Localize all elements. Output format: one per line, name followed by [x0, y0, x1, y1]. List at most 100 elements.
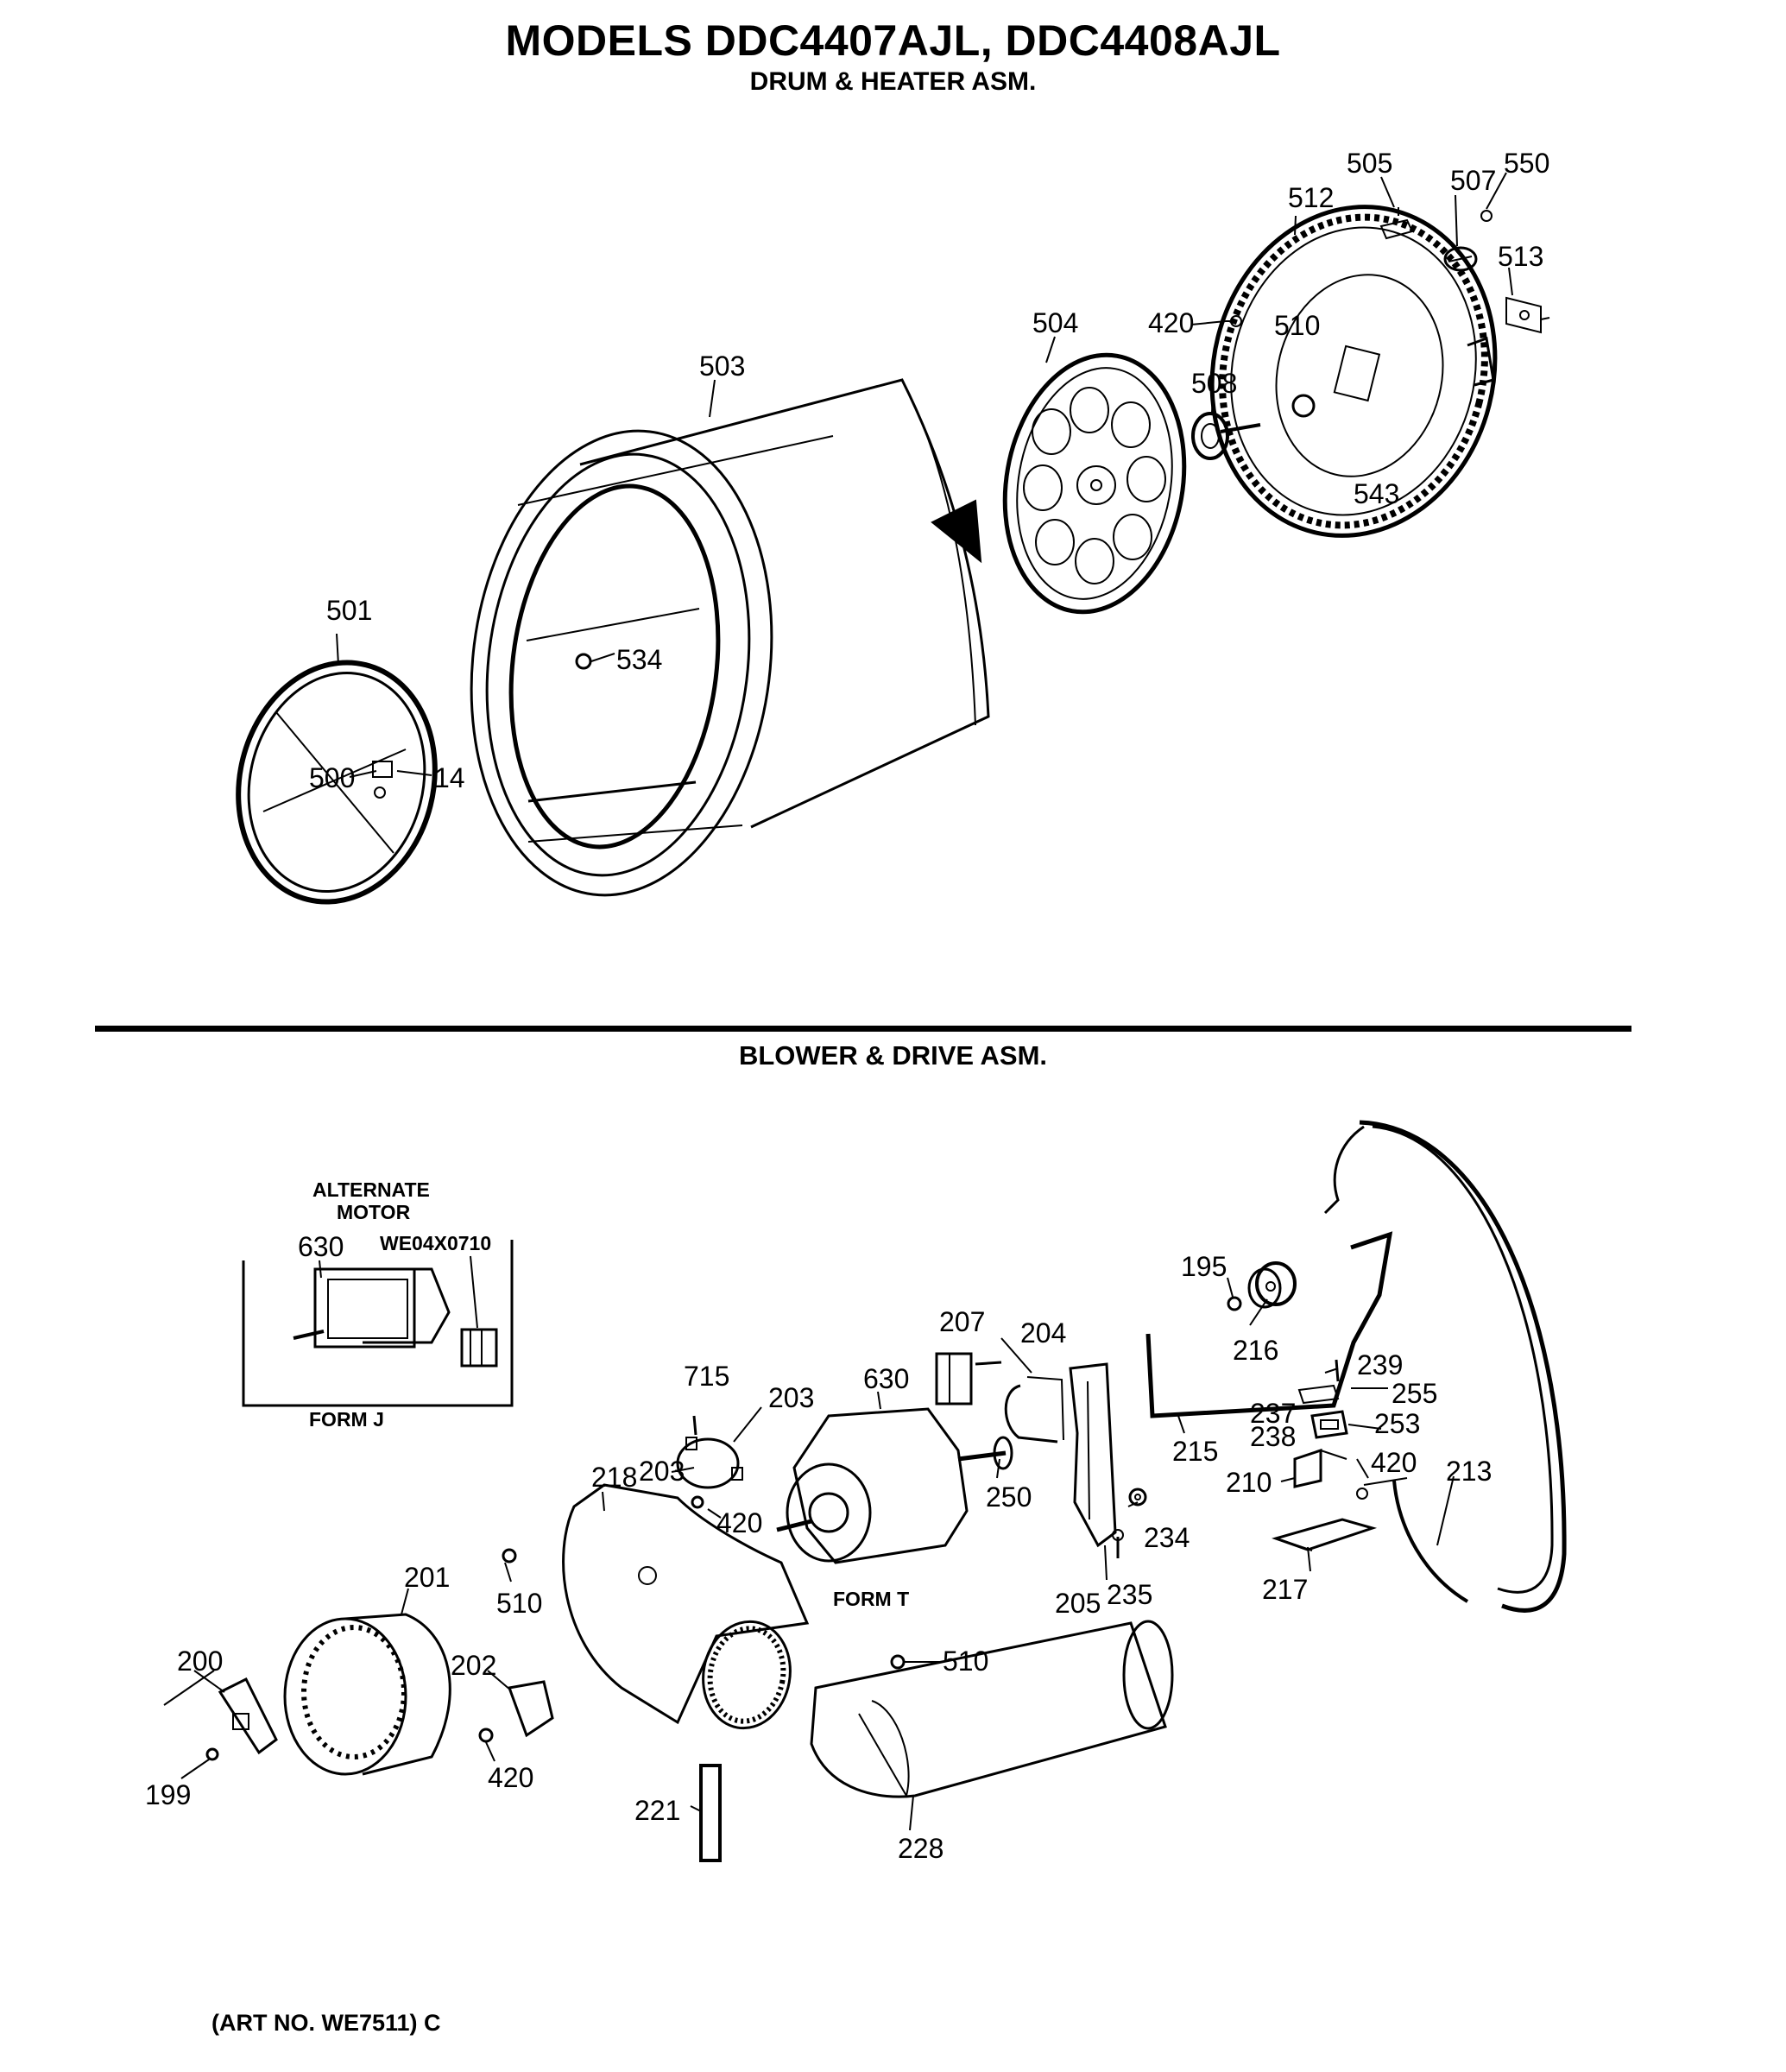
callout-we04x0710: WE04X0710 — [380, 1232, 491, 1254]
callout-534: 534 — [616, 644, 662, 675]
callout-203-left: 203 — [639, 1456, 685, 1487]
part-235-bolt — [1112, 1529, 1124, 1558]
callout-253: 253 — [1374, 1408, 1420, 1439]
callout-255: 255 — [1392, 1378, 1437, 1409]
callout-504: 504 — [1032, 307, 1078, 338]
inset-title-line2: MOTOR — [337, 1201, 411, 1223]
part-420-screw-right — [1356, 1488, 1368, 1500]
callout-14: 14 — [434, 762, 465, 793]
part-239-screw — [1335, 1359, 1340, 1382]
part-200-bracket — [218, 1677, 278, 1755]
part-550-screw — [1480, 210, 1493, 222]
callout-420-low: 420 — [488, 1762, 533, 1793]
callout-218: 218 — [591, 1462, 637, 1493]
part-199-screw — [205, 1747, 219, 1761]
part-228-exhaust-duct — [810, 1620, 1174, 1798]
part-203-motor-clamp — [676, 1437, 743, 1489]
callout-510-top: 510 — [1274, 310, 1320, 341]
part-505-clip — [1379, 207, 1414, 240]
part-202-cover — [507, 1680, 554, 1738]
callout-420-mid: 420 — [716, 1507, 762, 1538]
callout-213: 213 — [1446, 1456, 1492, 1487]
part-630-drive-motor — [776, 1407, 1013, 1564]
part-420-screw-mid — [691, 1495, 704, 1509]
callout-513: 513 — [1498, 241, 1543, 272]
leader-lines-top — [336, 172, 1513, 778]
part-210-bracket — [1293, 1448, 1347, 1488]
callout-510-left: 510 — [496, 1588, 542, 1619]
inset-title-line1: ALTERNATE — [312, 1178, 430, 1201]
callout-512: 512 — [1288, 182, 1334, 213]
part-207-start-switch — [935, 1352, 1002, 1406]
callout-201: 201 — [404, 1562, 450, 1593]
callout-550: 550 — [1504, 148, 1549, 179]
part-510-screw-duct — [890, 1654, 906, 1670]
part-500-seal-ring — [236, 660, 438, 905]
part-205-motor-mount — [1069, 1362, 1117, 1548]
callout-215: 215 — [1172, 1436, 1218, 1467]
callout-228: 228 — [898, 1833, 943, 1864]
callout-205: 205 — [1055, 1588, 1101, 1619]
part-237-238-switch — [1310, 1410, 1348, 1439]
callout-217: 217 — [1262, 1574, 1308, 1605]
form-t-label: FORM T — [833, 1588, 909, 1610]
callout-420-right: 420 — [1371, 1447, 1417, 1478]
section-title-drum-heater: DRUM & HEATER ASM. — [749, 67, 1037, 96]
callout-195: 195 — [1181, 1251, 1227, 1282]
callout-630: 630 — [863, 1363, 909, 1394]
part-513-bracket — [1505, 296, 1550, 334]
part-216-idler-pulley — [1247, 1261, 1297, 1309]
part-420-screw-low — [478, 1728, 494, 1743]
callout-203-top: 203 — [768, 1382, 814, 1413]
callout-204: 204 — [1020, 1317, 1066, 1349]
part-512-heater-housing — [1209, 205, 1498, 538]
callout-239: 239 — [1357, 1349, 1403, 1380]
part-510-screw-left — [502, 1548, 517, 1563]
part-715-screw — [692, 1415, 697, 1436]
section-title-blower-drive: BLOWER & DRIVE ASM. — [738, 1040, 1048, 1071]
callout-510-duct: 510 — [943, 1646, 988, 1677]
callout-630-inset: 630 — [298, 1231, 344, 1262]
callout-234: 234 — [1144, 1522, 1190, 1553]
part-218-blower-housing — [562, 1483, 810, 1730]
callout-199: 199 — [145, 1779, 191, 1810]
inset-alternate-motor-box — [242, 1240, 514, 1407]
callout-221: 221 — [634, 1795, 680, 1826]
leader-lines-bottom — [163, 1277, 1455, 1831]
callout-202: 202 — [451, 1650, 496, 1681]
callout-505: 505 — [1347, 148, 1392, 179]
part-534-screw — [575, 653, 592, 670]
art-number: (ART NO. WE7511) C — [211, 2010, 441, 2036]
callout-500: 500 — [309, 762, 355, 793]
callout-237: 237 — [1250, 1398, 1296, 1429]
callout-216: 216 — [1233, 1335, 1278, 1366]
part-217-plate — [1272, 1518, 1378, 1551]
callout-508: 508 — [1191, 368, 1237, 399]
callout-420-top: 420 — [1148, 307, 1194, 338]
part-420-screw-top — [1226, 315, 1242, 327]
part-204-clamp — [1004, 1376, 1064, 1443]
part-213-drive-belt — [1323, 1120, 1567, 1613]
section-divider — [95, 1026, 1631, 1032]
callout-543: 543 — [1354, 478, 1399, 509]
part-234-nut — [1128, 1488, 1147, 1507]
callout-238: 238 — [1250, 1421, 1296, 1452]
part-507-thermostat — [1443, 246, 1478, 272]
callout-210: 210 — [1226, 1467, 1272, 1498]
callout-250: 250 — [986, 1481, 1032, 1513]
callout-507: 507 — [1450, 165, 1496, 196]
callout-200: 200 — [177, 1646, 223, 1677]
part-504-baffle — [1002, 352, 1187, 615]
callout-503: 503 — [699, 351, 745, 382]
part-195-screw — [1227, 1296, 1242, 1311]
part-221-filter — [699, 1764, 722, 1862]
inset-form-label: FORM J — [309, 1408, 384, 1431]
callout-501: 501 — [326, 595, 372, 626]
part-201-blower-wheel — [283, 1613, 451, 1776]
page-title: MODELS DDC4407AJL, DDC4408AJL — [505, 16, 1281, 65]
part-255-plate — [1297, 1384, 1340, 1405]
callout-235: 235 — [1107, 1579, 1152, 1610]
callout-207: 207 — [939, 1306, 985, 1337]
part-503-drum — [470, 378, 990, 897]
